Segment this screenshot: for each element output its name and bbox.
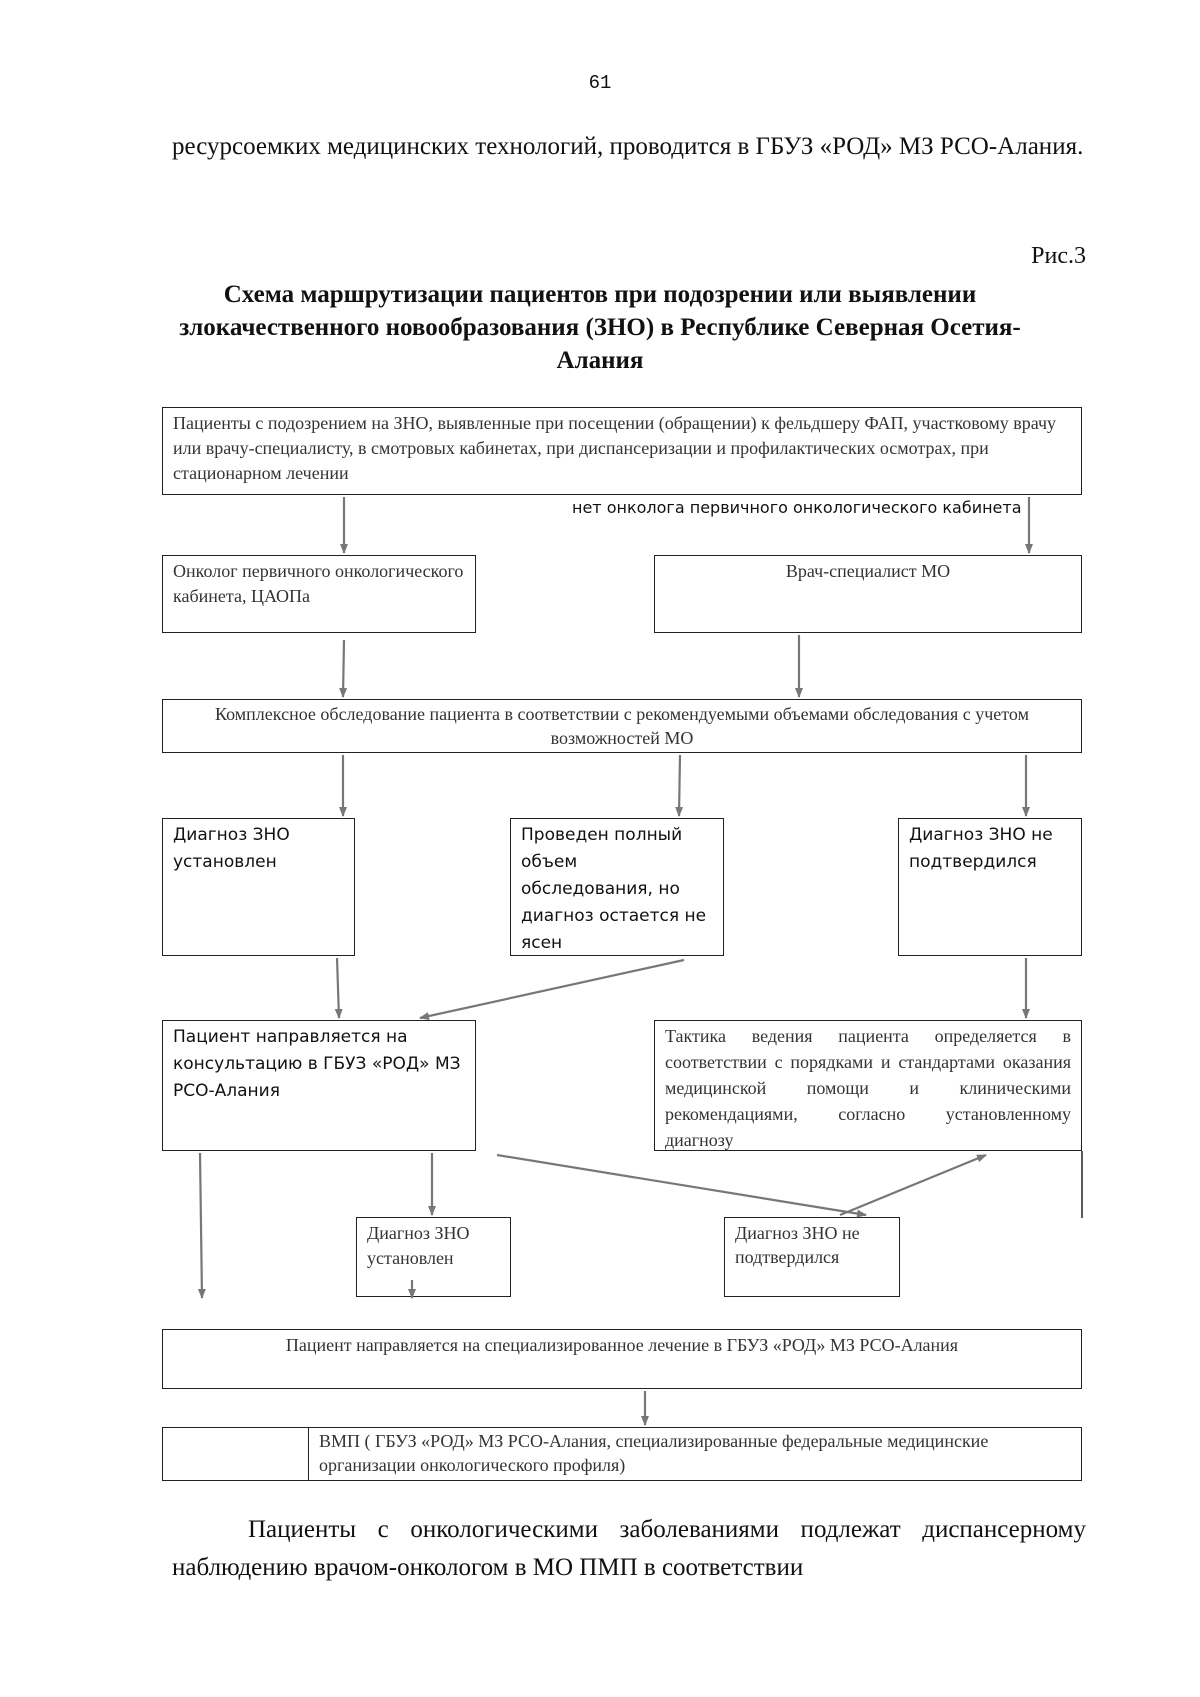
referral-box: Пациент направляется на консультацию в Г… — [162, 1020, 476, 1151]
arrow-referral-to-specialized — [197, 1152, 206, 1299]
arrow-referral-to-dx2-not-confirmed — [496, 1153, 867, 1218]
tactics-box: Тактика ведения пациента определяется в … — [654, 1020, 1082, 1151]
page-number: 61 — [588, 72, 612, 94]
dx2-not-confirmed-text: Диагноз ЗНО не подтвердился — [735, 1223, 860, 1267]
arrow-exam-to-dx-unclear — [675, 754, 684, 817]
arrow-dx-confirmed-to-referral — [334, 957, 343, 1019]
dx2-confirmed-text: Диагноз ЗНО установлен — [367, 1223, 470, 1268]
dx-unclear-text: Проведен полный объем обследования, но д… — [521, 825, 707, 953]
specialist-box: Врач-специалист МО — [654, 555, 1082, 633]
specialized-text: Пациент направляется на специализированн… — [285, 1335, 959, 1355]
dx-not-confirmed-text: Диагноз ЗНО не подтвердился — [909, 825, 1053, 872]
oncologist-text: Онколог первичного онкологического кабин… — [173, 561, 464, 606]
arrow-oncologist-to-exam — [339, 639, 348, 698]
dx-not-confirmed-box: Диагноз ЗНО не подтвердился — [898, 818, 1082, 956]
exam-box: Комплексное обследование пациента в соот… — [162, 699, 1082, 753]
arrow-dx2-not-confirmed-to-tactics — [839, 1153, 987, 1217]
specialized-box: Пациент направляется на специализированн… — [162, 1329, 1082, 1389]
tactics-text: Тактика ведения пациента определяется в … — [665, 1026, 1071, 1150]
figure-label: Рис.3 — [1031, 243, 1086, 269]
start-box: Пациенты с подозрением на ЗНО, выявленны… — [162, 407, 1082, 495]
arrow-dx-unclear-to-referral — [419, 958, 685, 1020]
hightech-text: ВМП ( ГБУЗ «РОД» МЗ РСО-Алания, специали… — [319, 1431, 989, 1475]
specialist-text: Врач-специалист МО — [785, 561, 951, 581]
intro-paragraph: ресурсоемких медицинских технологий, про… — [172, 133, 1084, 160]
dx2-not-confirmed-box: Диагноз ЗНО не подтвердился — [724, 1217, 900, 1297]
dx-confirmed-text: Диагноз ЗНО установлен — [173, 825, 290, 872]
oncologist-box: Онколог первичного онкологического кабин… — [162, 555, 476, 633]
hightech-blank-cell — [163, 1428, 309, 1480]
dx-unclear-box: Проведен полный объем обследования, но д… — [510, 818, 724, 956]
dx-confirmed-box: Диагноз ЗНО установлен — [162, 818, 355, 956]
no-oncologist-note: нет онколога первичного онкологического … — [572, 498, 1022, 517]
hightech-box: ВМП ( ГБУЗ «РОД» МЗ РСО-Алания, специали… — [162, 1427, 1082, 1481]
exam-text: Комплексное обследование пациента в соот… — [215, 704, 1029, 748]
outro-paragraph: Пациенты с онкологическими заболеваниями… — [172, 1516, 1086, 1581]
referral-text: Пациент направляется на консультацию в Г… — [173, 1027, 461, 1101]
start-text: Пациенты с подозрением на ЗНО, выявленны… — [173, 413, 1057, 483]
figure-title: Схема маршрутизации пациентов при подозр… — [179, 281, 1021, 374]
dx2-confirmed-box: Диагноз ЗНО установлен — [356, 1217, 511, 1297]
